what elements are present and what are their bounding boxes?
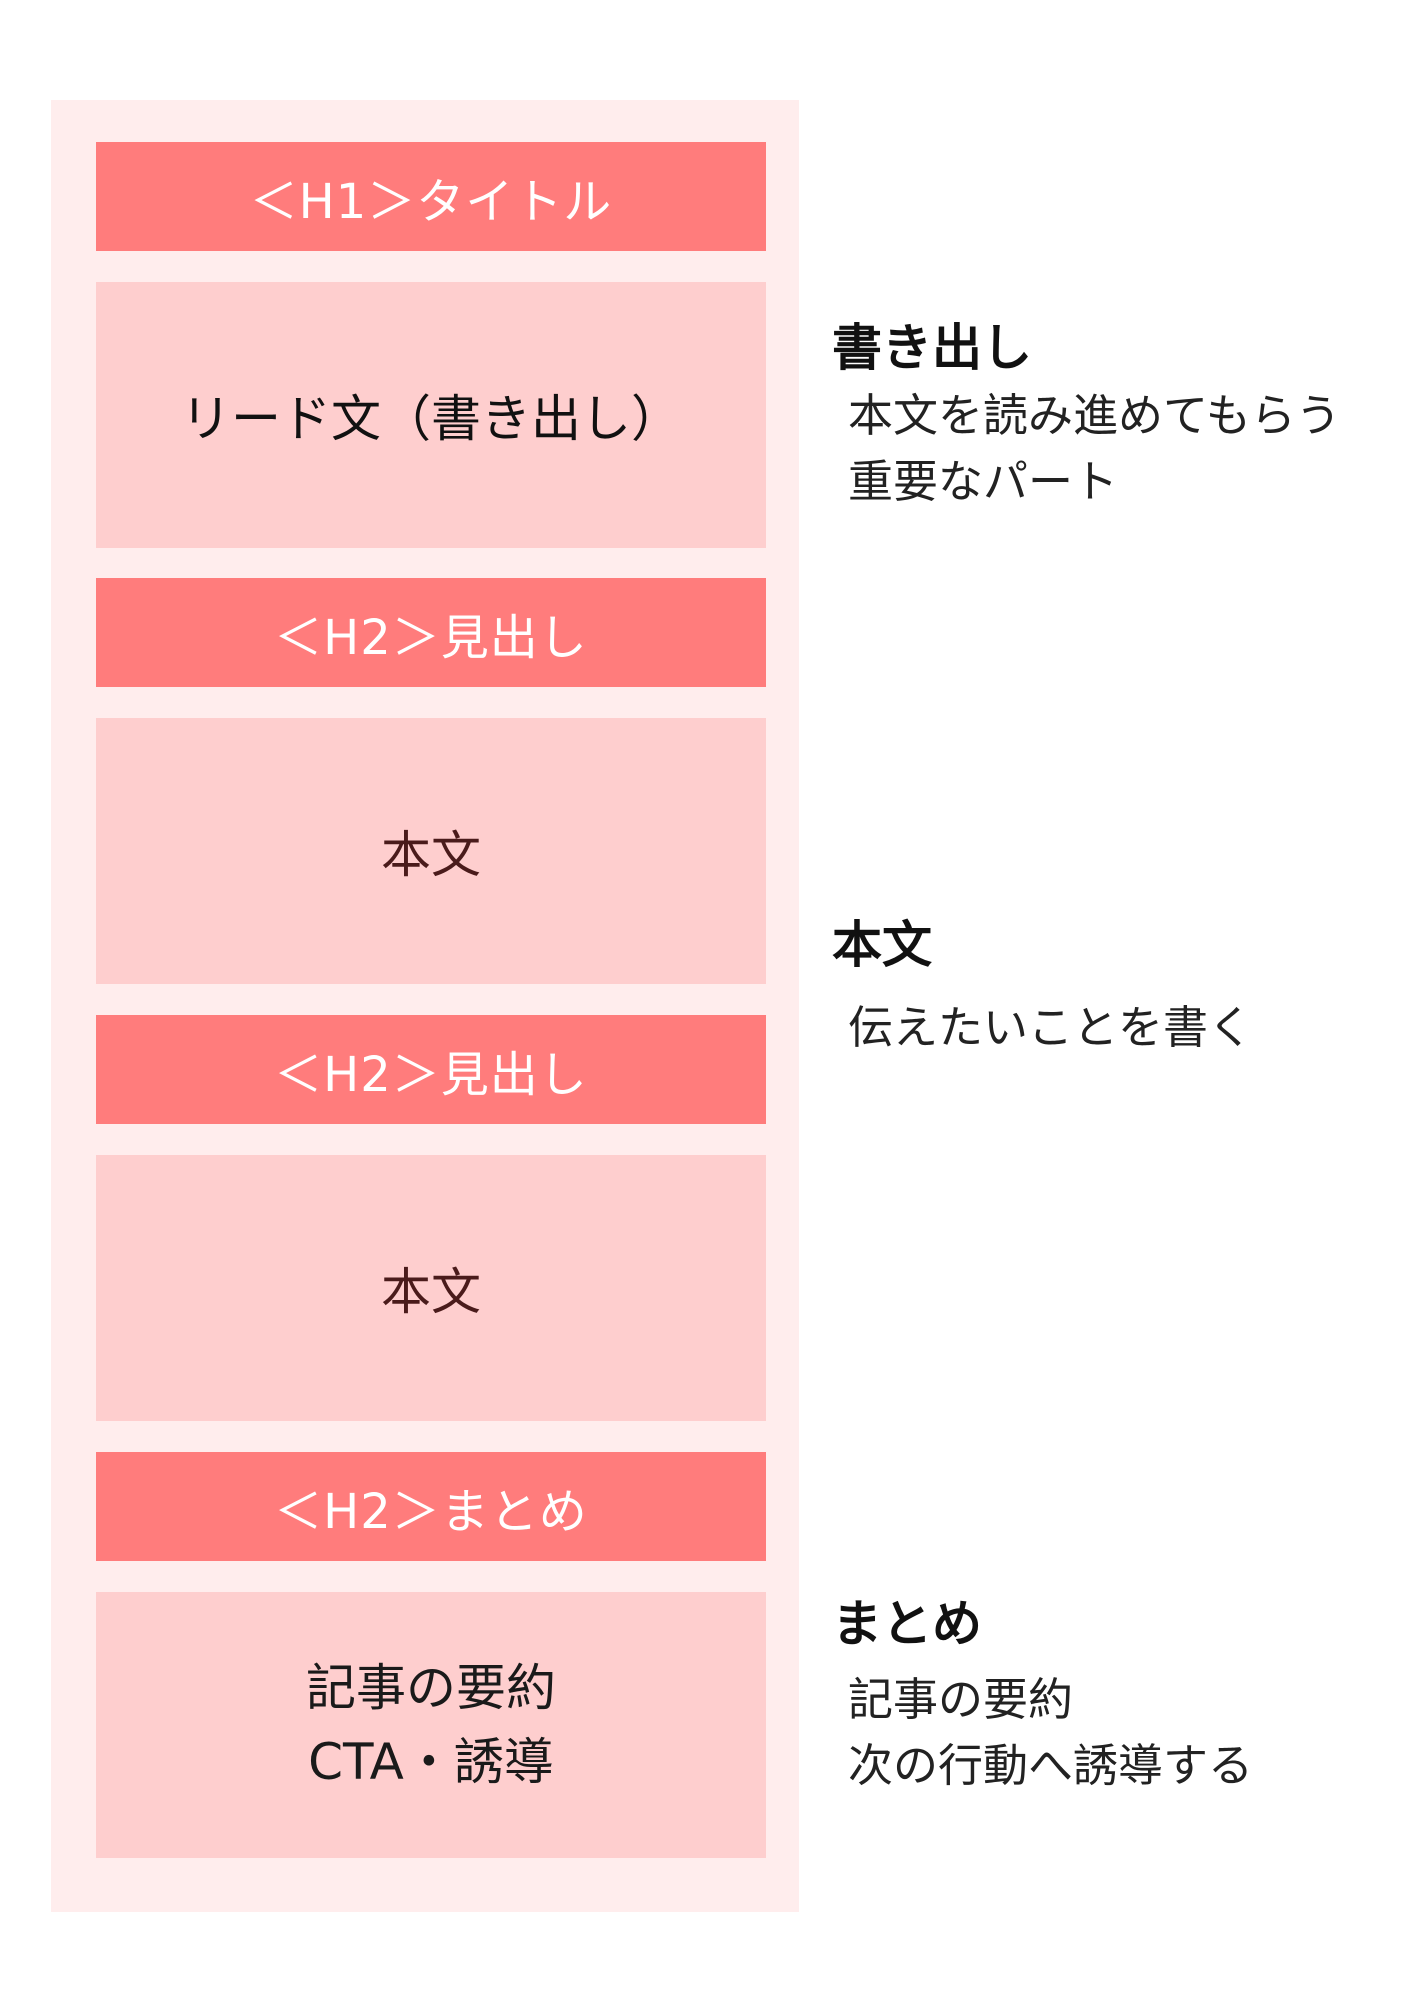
h1-title-block: ＜H1＞タイトル [96, 142, 766, 251]
h1-title-label: ＜H1＞タイトル [249, 173, 613, 230]
h2-heading-block-2: ＜H2＞見出し [96, 1015, 766, 1124]
lead-text-label: リード文（書き出し） [181, 390, 681, 448]
lead-text-block: リード文（書き出し） [96, 282, 766, 548]
summary-note-line-2: 次の行動へ誘導する [848, 1739, 1254, 1792]
body-label-1: 本文 [381, 826, 481, 884]
summary-block: 記事の要約 CTA・誘導 [96, 1592, 766, 1858]
summary-line-2: CTA・誘導 [308, 1733, 554, 1791]
intro-note-line-1: 本文を読み進めてもらう [848, 389, 1341, 442]
body-note-line-1: 伝えたいことを書く [848, 1001, 1254, 1054]
body-block-2: 本文 [96, 1155, 766, 1421]
h2-summary-label: ＜H2＞まとめ [274, 1483, 588, 1540]
intro-note-title: 書き出し [832, 319, 1032, 377]
h2-heading-block-1: ＜H2＞見出し [96, 578, 766, 687]
summary-line-1: 記事の要約 [306, 1659, 556, 1717]
h2-summary-block: ＜H2＞まとめ [96, 1452, 766, 1561]
h2-heading-label-2: ＜H2＞見出し [274, 1046, 588, 1103]
intro-note-line-2: 重要なパート [848, 455, 1119, 508]
body-block-1: 本文 [96, 718, 766, 984]
body-note-title: 本文 [832, 916, 932, 974]
summary-note-title: まとめ [832, 1595, 982, 1653]
h2-heading-label-1: ＜H2＞見出し [274, 609, 588, 666]
summary-note-line-1: 記事の要約 [848, 1673, 1074, 1726]
body-label-2: 本文 [381, 1263, 481, 1321]
